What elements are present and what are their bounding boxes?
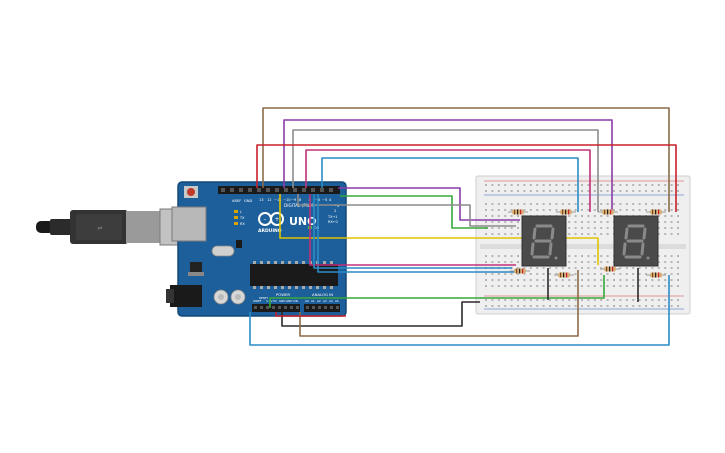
seven-segment-display-1 <box>521 215 567 267</box>
wire-cyan-left <box>317 194 520 273</box>
a5-label: A5 <box>335 299 339 303</box>
arduino-board: AREF GND 13 12 ~11 ~10 ~9 8 7 ~6 ~5 4 ~3… <box>166 181 347 317</box>
ioref-label: IOREF <box>253 299 262 303</box>
pin-4-label: 4 <box>329 198 332 202</box>
wire-blue-left <box>313 194 512 269</box>
resistor <box>600 266 620 272</box>
arduino-brand: ARDUINO <box>258 228 282 234</box>
rx-led-label: RX <box>240 222 245 226</box>
resistor <box>598 209 618 215</box>
a4-label: A4 <box>329 299 333 303</box>
pin-11-label: ~11 <box>274 198 282 202</box>
reset-button-icon <box>187 188 195 196</box>
resistor <box>646 272 666 278</box>
a0-label: A0 <box>305 299 309 303</box>
wire-gray-top <box>292 129 599 212</box>
analog-in-label: ANALOG IN <box>312 292 333 297</box>
svg-text:+: + <box>274 216 279 223</box>
power-label: POWER <box>276 292 290 297</box>
a2-label: A2 <box>317 299 321 303</box>
wire-magenta-top <box>305 149 591 212</box>
gnd-label: GND <box>244 199 252 203</box>
uno-label: UNO <box>289 215 317 228</box>
wire-purple-top <box>283 119 613 212</box>
wires <box>249 107 677 346</box>
usb-cable: ⇌ <box>36 208 191 246</box>
wire-yellow-mid <box>279 194 599 265</box>
wire-red-bottom <box>275 312 346 317</box>
pin-3-label: ~3 <box>334 204 339 208</box>
tx-led-label: TX <box>239 216 245 220</box>
vin-label: VIN <box>293 299 298 303</box>
pin-5-label: ~5 <box>322 198 327 202</box>
reset-pin-label: RESET <box>259 296 268 300</box>
wire-cyan-top <box>321 157 579 212</box>
pin-7-label: 7 <box>308 198 310 202</box>
a1-label: A1 <box>311 299 315 303</box>
pin-12-label: 12 <box>267 198 272 202</box>
wire-green-bottom <box>269 275 605 308</box>
wire-black-bottom <box>281 301 480 327</box>
resistor <box>646 209 666 215</box>
pin-9-label: ~9 <box>291 198 297 202</box>
aref-label: AREF <box>232 199 241 203</box>
pin-10-label: ~10 <box>283 198 291 202</box>
on-led-label: ON <box>314 226 320 230</box>
wire-red-top <box>256 144 677 212</box>
a3-label: A3 <box>323 299 327 303</box>
wire-cyan-bottom <box>249 275 670 346</box>
wire-brown-top <box>262 107 670 212</box>
pin-2-label: 2 <box>334 209 336 213</box>
resistor <box>510 268 530 274</box>
atmega-chip <box>250 264 338 286</box>
5v-label: 5V <box>273 299 277 303</box>
wire-magenta-left <box>309 194 516 266</box>
arduino-logo-icon: – + <box>258 212 284 226</box>
pin-13-label: 13 <box>259 198 264 202</box>
tx-pin-label: TX→1 <box>327 215 337 219</box>
rx-pin-label: RX←0 <box>328 220 338 224</box>
resistors <box>508 209 666 278</box>
wire-gray-mid <box>297 194 516 227</box>
wire-green-mid <box>340 195 488 229</box>
resistor <box>554 272 574 278</box>
gnd1-label: GND <box>279 299 285 303</box>
resistor <box>556 209 576 215</box>
gnd2-label: GND <box>286 299 292 303</box>
wire-brown-bottom <box>299 270 579 337</box>
seven-segment-display-2 <box>613 215 659 267</box>
l-led-label: L <box>240 210 242 214</box>
pin-8-label: 8 <box>299 198 302 202</box>
svg-text:–: – <box>264 216 267 223</box>
usb-logo-icon: ⇌ <box>97 225 102 232</box>
resistor <box>508 209 528 215</box>
wire-purple-mid <box>338 187 520 221</box>
